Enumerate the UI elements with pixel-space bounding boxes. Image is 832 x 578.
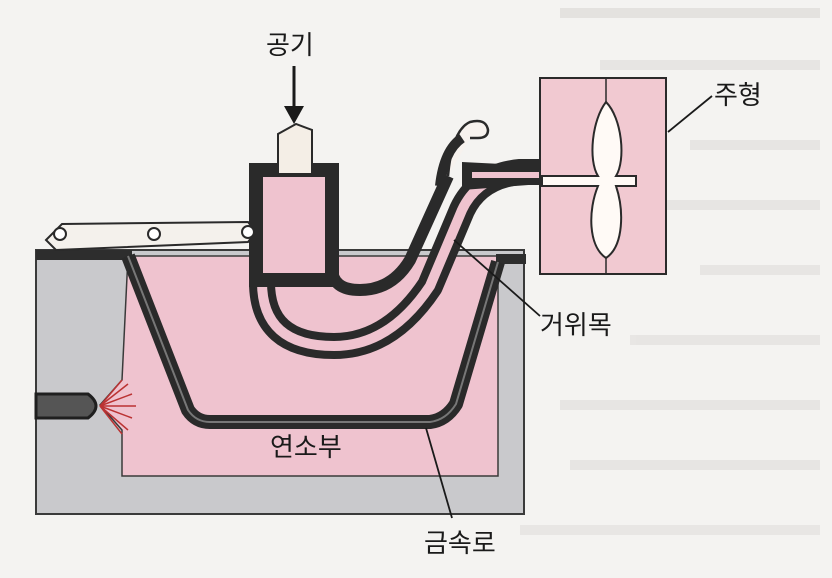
furnace (36, 250, 526, 514)
label-gooseneck: 거위목 (540, 311, 612, 341)
plunger-cylinder (256, 170, 332, 280)
plunger-rod (278, 124, 312, 174)
furnace-rim-left (36, 250, 132, 260)
label-metal-pot: 금속로 (424, 529, 496, 559)
burner-nozzle (36, 394, 96, 418)
label-combustion: 연소부 (270, 433, 342, 463)
linkage-arm (46, 222, 262, 250)
nozzle-channel (472, 172, 542, 178)
leader-mold (668, 96, 712, 132)
label-mold: 주형 (714, 81, 762, 111)
furnace-rim-right (496, 254, 526, 264)
mold (540, 78, 666, 274)
plunger (278, 124, 312, 174)
air-arrow (284, 66, 304, 124)
label-air: 공기 (266, 31, 314, 61)
